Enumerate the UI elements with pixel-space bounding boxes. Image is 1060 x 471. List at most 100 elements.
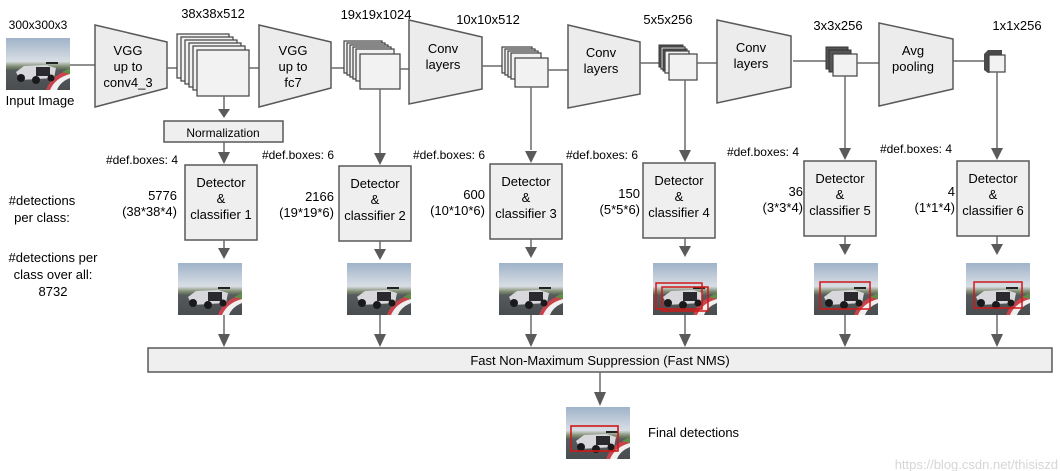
input-dims: 300x300x3 [9,18,68,32]
arrow-down-icon [374,334,386,347]
arrow-down-icon [525,151,537,163]
bounding-box [819,281,871,310]
bounding-box [655,282,703,310]
detector-classifier-box [803,160,877,237]
detector-label-line: & [675,189,684,204]
detections-count: 2166 [305,189,334,204]
conv2-line1: Conv [586,45,617,60]
per-class-label-1: #detections [9,193,76,208]
fmap-dims-6: 1x1x256 [992,18,1041,33]
bounding-box [973,281,1023,309]
detector-label-line: Detector [968,171,1018,186]
detector-label-line: classifier 4 [648,205,709,220]
fast-nms-label: Fast Non-Maximum Suppression (Fast NMS) [470,353,729,368]
detections-formula: (1*1*4) [915,200,955,215]
detector-column-3: #def.boxes: 6 Detector&classifier 3 600(10… [413,148,563,347]
detection-result-image [653,263,717,315]
detector-classifier-box [338,165,412,242]
arrow-down-icon [679,150,691,162]
detector-column-2: #def.boxes: 6 Detector&classifier 2 2166(1… [262,148,412,347]
over-all-label-2: class over all: [14,267,93,282]
arrow-down-icon [218,248,230,259]
avgpool-line2: pooling [892,59,934,74]
arrow-down-icon [991,148,1003,160]
detections-formula: (19*19*6) [279,205,334,220]
detections-count: 36 [789,184,803,199]
detector-label-line: & [217,191,226,206]
detector-label-line: & [522,190,531,205]
input-image [6,38,70,90]
vgg2-line1: VGG [279,43,308,58]
over-all-label-1: #detections per [9,250,99,265]
detector-label-line: classifier 6 [962,203,1023,218]
conv3-line2: layers [734,56,769,71]
feature-map-3x3x256 [825,46,858,77]
detector-label-line: classifier 5 [809,203,870,218]
detector-classifier-box [956,160,1030,237]
detector-classifier-box [642,162,716,239]
arrow-down-icon [218,334,230,347]
vgg2-line2: up to [279,59,308,74]
conv1-line2: layers [426,57,461,72]
fmap-dims-1: 38x38x512 [181,6,245,21]
def-boxes-label: #def.boxes: 4 [880,142,952,156]
detector-label-line: Detector [350,176,400,191]
vgg1-line1: VGG [114,43,143,58]
detection-result-image [499,263,563,315]
detections-count: 150 [618,186,640,201]
arrow-down-icon [839,148,851,160]
detections-count: 600 [463,187,485,202]
detections-count: 5776 [148,188,177,203]
vgg-conv4-3-block [94,24,168,108]
fmap-dims-4: 5x5x256 [643,12,692,27]
arrow-down-icon [374,153,386,165]
vgg1-line2: up to [114,59,143,74]
vgg-fc7-block [258,24,332,108]
detections-count: 4 [948,184,955,199]
detections-formula: (5*5*6) [600,202,640,217]
arrow-down-icon [679,246,691,257]
per-class-label-2: per class: [14,210,70,225]
detector-label-line: & [371,192,380,207]
detections-formula: (3*3*4) [763,200,803,215]
detector-column-6: #def.boxes: 4 Detector&classifier 6 4(1*1*… [880,142,1030,347]
detector-classifier-box [489,163,563,240]
detector-label-line: classifier 1 [190,207,251,222]
detector-label-line: classifier 2 [344,208,405,223]
detector-label-line: classifier 3 [495,206,556,221]
arrow-down-icon [374,249,386,260]
feature-map-1x1x256 [984,50,1006,73]
normalization-label: Normalization [186,126,259,140]
over-all-total: 8732 [39,284,68,299]
detections-formula: (10*10*6) [430,203,485,218]
detector-classifier-box [184,164,258,241]
arrow-down-icon [679,334,691,347]
feature-map-5x5x256 [658,44,698,81]
detection-result-image [178,263,242,315]
arrow-down-icon [991,244,1003,255]
conv-layers-block-3 [716,19,792,104]
detector-label-line: Detector [815,171,865,186]
def-boxes-label: #def.boxes: 6 [262,148,334,162]
def-boxes-label: #def.boxes: 4 [727,145,799,159]
detector-label-line: Detector [501,174,551,189]
conv2-line2: layers [584,61,619,76]
detector-label-line: Detector [654,173,704,188]
conv3-line1: Conv [736,40,767,55]
detection-result-image [966,263,1030,315]
detector-label-line: & [989,187,998,202]
watermark: https://blog.csdn.net/thisiszd [895,457,1058,471]
detection-result-image [814,263,878,315]
arrow-down-icon [218,109,230,118]
fmap-dims-3: 10x10x512 [456,12,520,27]
arrow-down-icon [218,152,230,164]
def-boxes-label: #def.boxes: 6 [413,148,485,162]
final-detections-image [566,407,630,459]
detections-formula: (38*38*4) [122,204,177,219]
feature-map-19x19x1024 [343,40,401,90]
detector-label-line: Detector [196,175,246,190]
